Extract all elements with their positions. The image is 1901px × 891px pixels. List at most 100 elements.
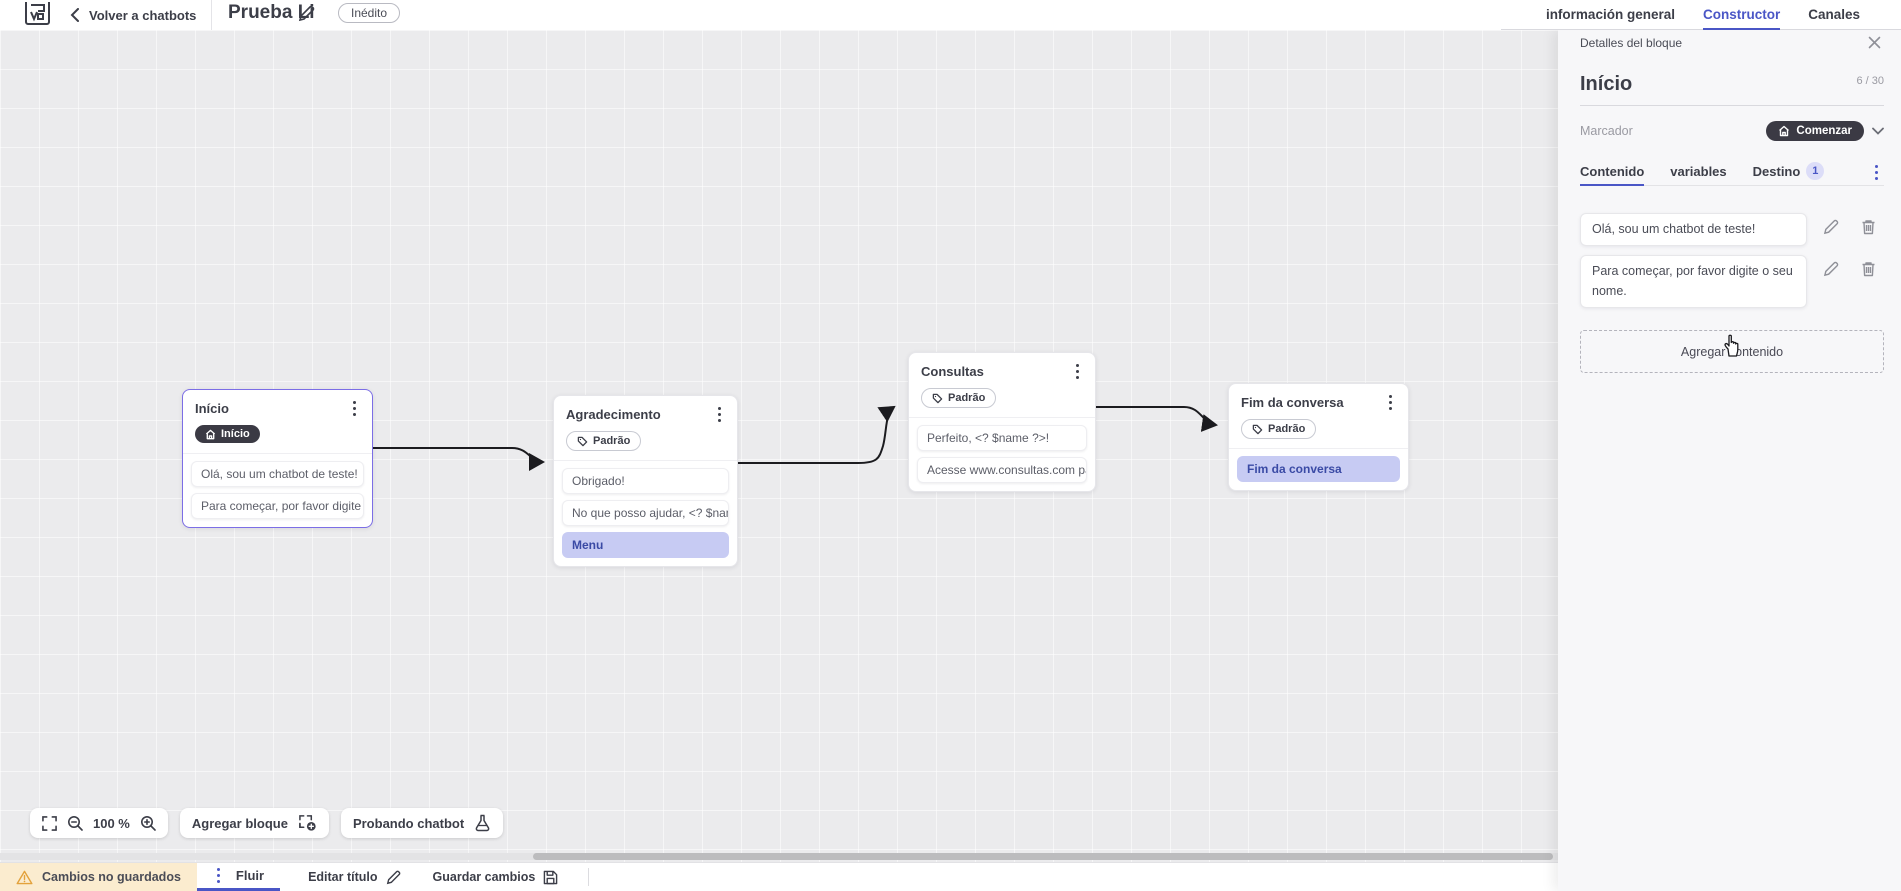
home-icon [1779,125,1790,137]
tag-label: Início [221,428,250,440]
block-head: Consultas Padrão [909,353,1095,418]
block-head: Agradecimento Padrão [554,396,737,461]
block-menu-icon[interactable] [1385,393,1396,412]
delete-message-icon[interactable] [1861,219,1876,235]
edit-message-icon[interactable] [1823,219,1839,235]
block-head: Fim da conversa Padrão [1229,384,1408,449]
tab-channels[interactable]: Canales [1808,6,1860,22]
content-list: Olá, sou um chatbot de teste! Para começ… [1580,213,1884,309]
node-message[interactable]: No que posso ajudar, <? $name ... [562,499,729,526]
block-fim-da-conversa[interactable]: Fim da conversa Padrão Fim da conversa [1228,383,1409,491]
label-tag-icon [1252,424,1263,434]
tab-content[interactable]: Contenido [1580,158,1645,186]
node-message[interactable]: Obrigado! [562,467,729,494]
zoom-controls: 100 % [30,808,168,838]
tag-label: Padrão [948,392,986,404]
node-button-end[interactable]: Fim da conversa [1237,455,1400,482]
back-to-chatbots-button[interactable]: Volver a chatbots [70,0,196,30]
edit-title-icon[interactable] [298,5,315,22]
node-button-menu[interactable]: Menu [562,531,729,558]
tab-destination[interactable]: Destino 1 [1753,158,1825,186]
topbar-divider [211,0,212,30]
tab-general-info[interactable]: información general [1545,6,1675,22]
top-tabs: información general Constructor Canales [1501,0,1901,30]
block-consultas[interactable]: Consultas Padrão Perfeito, <? $name ?>! … [908,352,1096,492]
panel-header: Detalles del bloque [1558,30,1901,55]
block-inicio[interactable]: Início Início Olá, sou um chatbot de tes… [182,389,373,528]
add-block-label: Agregar bloque [191,815,288,831]
close-panel-icon[interactable] [1868,36,1881,49]
horizontal-scrollbar-thumb[interactable] [533,853,1553,860]
block-body: Perfeito, <? $name ?>! Acesse www.consul… [909,418,1095,491]
app-logo-icon[interactable] [24,2,51,27]
block-name-field[interactable]: Início 6 / 30 [1580,73,1884,106]
block-title: Consultas [921,364,984,379]
test-chatbot-label: Probando chatbot [352,815,465,831]
block-menu-icon[interactable] [1072,362,1083,381]
edit-title-label: Editar título [308,870,378,884]
tag-label: Padrão [593,435,631,447]
chatbot-title: Prueba Li [228,2,315,23]
top-bar: Volver a chatbots Prueba Li Inédito info… [0,0,1901,30]
block-title: Início [195,401,229,416]
panel-body: Início 6 / 30 Marcador Comenzar Contenid… [1558,55,1901,374]
label-tag-icon [932,393,943,403]
panel-title: Detalles del bloque [1580,35,1683,50]
block-name-value[interactable]: Início [1580,73,1633,95]
node-message[interactable]: Acesse www.consultas.com par... [917,456,1087,483]
canvas-toolbar: 100 % Agregar bloque Probando chatbot [30,808,504,838]
marker-select[interactable]: Comenzar [1766,121,1864,141]
content-row: Olá, sou um chatbot de teste! [1580,213,1884,247]
pencil-icon [386,870,400,884]
fullscreen-icon[interactable] [42,815,57,831]
default-tag: Padrão [566,431,642,451]
node-message[interactable]: Olá, sou um chatbot de teste! [191,460,364,487]
edit-message-icon[interactable] [1823,261,1839,277]
flow-canvas[interactable]: Início Início Olá, sou um chatbot de tes… [0,30,1558,862]
flow-tab-menu-icon[interactable] [213,866,224,885]
block-menu-icon[interactable] [714,405,725,424]
status-badge: Inédito [338,3,401,23]
zoom-in-icon[interactable] [140,815,156,831]
add-content-button[interactable]: Agregar contenido [1580,330,1884,374]
node-message[interactable]: Perfeito, <? $name ?>! [917,424,1087,451]
destination-count-badge: 1 [1806,162,1825,180]
chevron-left-icon [70,8,79,22]
zoom-level: 100 % [93,815,130,831]
block-menu-icon[interactable] [349,399,360,418]
block-title: Fim da conversa [1241,395,1344,410]
panel-tabs-menu-icon[interactable] [1871,163,1882,182]
default-tag: Padrão [921,388,997,408]
bottombar-divider [588,868,590,886]
node-message[interactable]: Para começar, por favor digite o ... [191,492,364,519]
message-card[interactable]: Para começar, por favor digite o seu nom… [1580,255,1807,309]
warning-icon [16,870,33,884]
tab-content-label: Contenido [1580,163,1645,179]
add-block-button[interactable]: Agregar bloque [179,808,329,838]
save-changes-label: Guardar cambios [432,870,536,884]
horizontal-scrollbar-track[interactable] [0,853,1558,860]
unsaved-changes-badge: Cambios no guardados [0,863,197,891]
unsaved-label: Cambios no guardados [42,870,181,884]
tab-variables[interactable]: variables [1670,158,1726,186]
flow-tab-fluir[interactable]: Fluir [196,863,281,891]
marker-row: Marcador Comenzar [1580,121,1884,141]
tab-constructor[interactable]: Constructor [1702,0,1781,30]
save-changes-button[interactable]: Guardar cambios [417,863,575,891]
flow-tab-label: Fluir [235,868,265,883]
edit-title-button[interactable]: Editar título [292,863,416,891]
test-chatbot-button[interactable]: Probando chatbot [340,808,504,838]
zoom-out-icon[interactable] [67,815,83,831]
chevron-down-icon[interactable] [1872,127,1884,135]
start-tag: Início [195,425,260,443]
block-body: Fim da conversa [1229,449,1408,490]
default-tag: Padrão [1241,419,1317,439]
marker-value: Comenzar [1796,125,1852,137]
delete-message-icon[interactable] [1861,261,1876,277]
message-card[interactable]: Olá, sou um chatbot de teste! [1580,213,1807,247]
panel-tabs: Contenido variables Destino 1 [1580,158,1884,186]
block-body: Olá, sou um chatbot de teste! Para começ… [183,454,372,527]
save-icon [544,870,558,884]
block-agradecimento[interactable]: Agradecimento Padrão Obrigado! No que po… [553,395,738,567]
